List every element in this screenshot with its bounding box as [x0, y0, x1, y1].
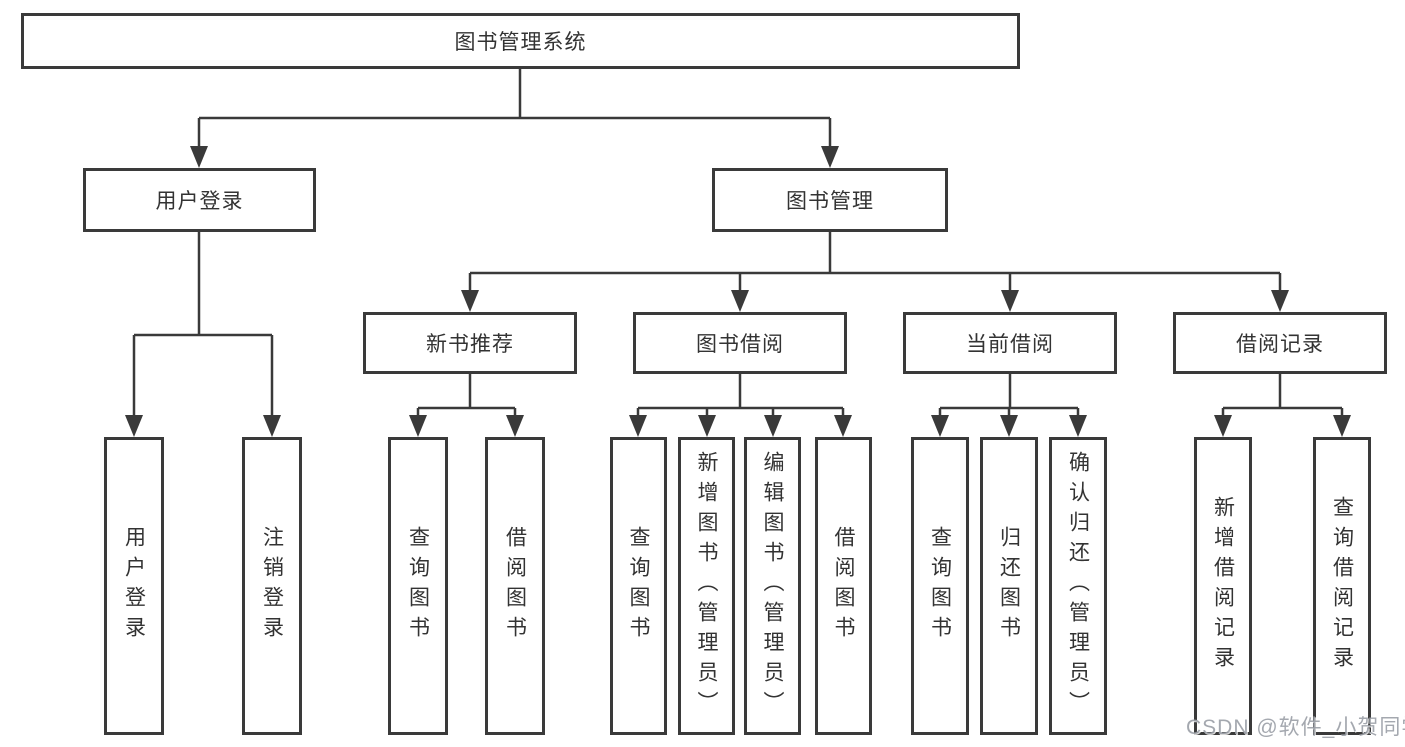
- leaf-label: 确认归还（管理员）: [1066, 451, 1090, 721]
- node-label: 新书推荐: [426, 333, 514, 356]
- arrowhead: [821, 146, 839, 168]
- leaf-label: 新增借阅记录: [1211, 496, 1235, 676]
- leaf-add-books-admin: 新增图书（管理员）: [678, 437, 735, 735]
- leaf-borrow-books: 借阅图书: [815, 437, 872, 735]
- connector-root-to-level2: [197, 69, 832, 154]
- arrowhead: [506, 415, 524, 437]
- leaf-logout: 注销登录: [242, 437, 302, 735]
- node-borrowing-records: 借阅记录: [1173, 312, 1387, 374]
- arrowhead: [125, 415, 143, 437]
- connector-user-login-to-leaves: [132, 232, 274, 423]
- node-book-management: 图书管理: [712, 168, 948, 232]
- leaf-label: 归还图书: [997, 526, 1021, 646]
- connector-book-management-to-level3: [468, 232, 1282, 298]
- leaf-label: 查询图书: [406, 526, 430, 646]
- leaf-label: 注销登录: [260, 526, 284, 646]
- node-label: 图书借阅: [696, 333, 784, 356]
- arrowhead: [409, 415, 427, 437]
- node-label: 用户登录: [155, 190, 244, 213]
- arrowhead: [764, 415, 782, 437]
- leaf-label: 借阅图书: [503, 526, 527, 646]
- node-label: 当前借阅: [966, 333, 1054, 356]
- arrowhead: [731, 290, 749, 312]
- leaf-label: 编辑图书（管理员）: [761, 451, 784, 721]
- node-new-book-recommend: 新书推荐: [363, 312, 577, 374]
- leaf-label: 查询图书: [928, 526, 952, 646]
- node-label: 借阅记录: [1236, 333, 1324, 356]
- node-label: 图书管理: [786, 190, 874, 213]
- arrowhead: [461, 290, 479, 312]
- csdn-watermark: CSDN @软件_小贺同学: [1186, 716, 1405, 739]
- leaf-label: 查询图书: [627, 526, 650, 646]
- leaf-query-books-current: 查询图书: [911, 437, 969, 735]
- arrowhead: [629, 415, 647, 437]
- arrowhead: [1000, 415, 1018, 437]
- leaf-query-books-newbook: 查询图书: [388, 437, 448, 735]
- arrowhead: [1333, 415, 1351, 437]
- leaf-user-login: 用户登录: [104, 437, 164, 735]
- leaf-label: 查询借阅记录: [1330, 496, 1354, 676]
- node-book-borrowing: 图书借阅: [633, 312, 847, 374]
- leaf-confirm-return-admin: 确认归还（管理员）: [1049, 437, 1107, 735]
- node-label: 图书管理系统: [454, 31, 587, 54]
- node-current-borrowing: 当前借阅: [903, 312, 1117, 374]
- arrowhead: [931, 415, 949, 437]
- leaf-label: 借阅图书: [832, 526, 855, 646]
- leaf-edit-books-admin: 编辑图书（管理员）: [744, 437, 801, 735]
- arrowhead: [1271, 290, 1289, 312]
- arrowhead: [1214, 415, 1232, 437]
- leaf-query-borrow-record: 查询借阅记录: [1313, 437, 1371, 735]
- node-user-login: 用户登录: [83, 168, 316, 232]
- leaf-query-books-borrow: 查询图书: [610, 437, 667, 735]
- connector-borrow-record-to-leaves: [1221, 374, 1344, 423]
- node-library-system: 图书管理系统: [21, 13, 1020, 69]
- leaf-label: 新增图书（管理员）: [695, 451, 718, 721]
- leaf-add-borrow-record: 新增借阅记录: [1194, 437, 1252, 735]
- connector-book-borrow-to-leaves: [636, 374, 845, 423]
- arrowhead: [263, 415, 281, 437]
- arrowhead: [834, 415, 852, 437]
- arrowhead: [190, 146, 208, 168]
- arrowhead: [1001, 290, 1019, 312]
- leaf-borrow-books-newbook: 借阅图书: [485, 437, 545, 735]
- connector-new-book-to-leaves: [416, 374, 517, 423]
- arrowheads: [125, 146, 1351, 437]
- arrowhead: [698, 415, 716, 437]
- leaf-return-books: 归还图书: [980, 437, 1038, 735]
- leaf-label: 用户登录: [122, 526, 146, 646]
- arrowhead: [1069, 415, 1087, 437]
